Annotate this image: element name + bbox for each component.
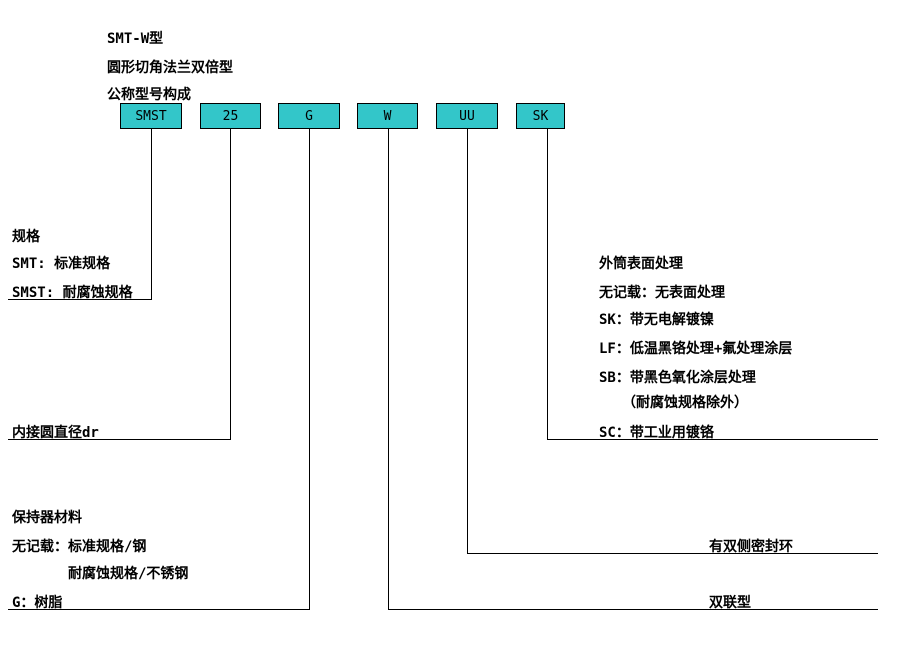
model-title: SMT-W型 (107, 31, 164, 47)
surface-item-sc: SC：带工业用镀铬 (599, 425, 714, 441)
code-box-surface: SK (516, 103, 565, 129)
retainer-item-resin: G：树脂 (12, 595, 63, 611)
connector-diameter-vertical (230, 129, 231, 439)
connector-diameter-horizontal (8, 439, 231, 440)
code-box-spec: SMST (120, 103, 182, 129)
surface-item-sb: SB：带黑色氧化涂层处理 (599, 370, 756, 386)
type-label: 双联型 (709, 595, 751, 611)
code-box-type: W (357, 103, 418, 129)
connector-seal-horizontal (467, 553, 878, 554)
connector-retainer-horizontal (8, 609, 310, 610)
connector-type-horizontal (388, 609, 878, 610)
connector-spec-horizontal (8, 299, 152, 300)
connector-spec-vertical (151, 129, 152, 299)
inscribed-diameter-label: 内接圆直径dr (12, 425, 99, 441)
spec-item-standard: SMT: 标准规格 (12, 256, 111, 272)
surface-item-none: 无记载：无表面处理 (599, 285, 725, 301)
type-name: 圆形切角法兰双倍型 (107, 60, 233, 76)
designation-title: 公称型号构成 (107, 87, 191, 103)
connector-retainer-vertical (309, 129, 310, 609)
connector-seal-vertical (467, 129, 468, 553)
seal-label: 有双侧密封环 (709, 539, 793, 555)
surface-item-sk: SK：带无电解镀镍 (599, 312, 714, 328)
surface-heading: 外筒表面处理 (599, 256, 683, 272)
code-box-seal: UU (436, 103, 498, 129)
spec-heading: 规格 (12, 229, 40, 245)
retainer-item-standard: 无记载：标准规格/钢 (12, 539, 147, 555)
connector-surface-horizontal (547, 439, 878, 440)
retainer-heading: 保持器材料 (12, 510, 82, 526)
spec-item-corrosion: SMST: 耐腐蚀规格 (12, 285, 133, 301)
connector-surface-vertical (547, 129, 548, 439)
retainer-item-stainless: 耐腐蚀规格/不锈钢 (68, 566, 189, 582)
surface-item-lf: LF：低温黑铬处理+氟处理涂层 (599, 341, 793, 357)
surface-item-sb-note: （耐腐蚀规格除外） (622, 395, 748, 411)
code-box-diameter: 25 (200, 103, 261, 129)
code-box-retainer: G (278, 103, 340, 129)
connector-type-vertical (388, 129, 389, 609)
